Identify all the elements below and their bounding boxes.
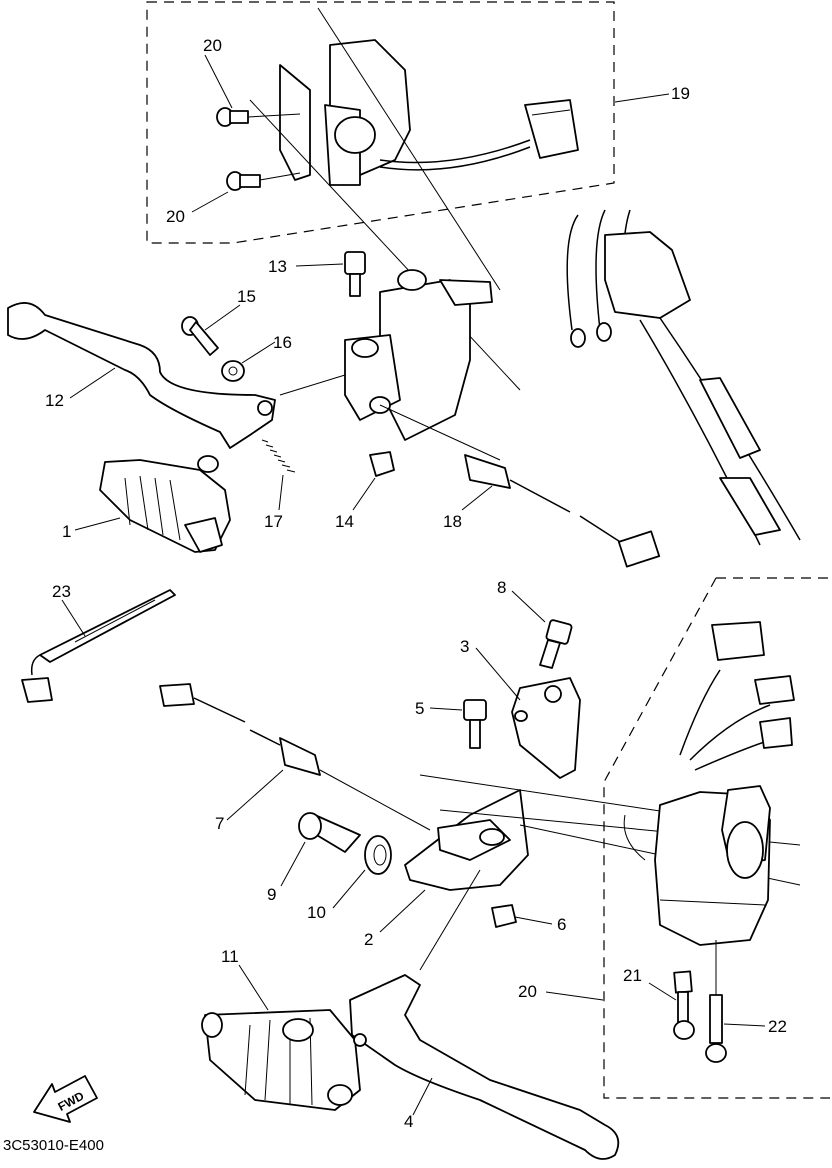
callout-20-lower: 20 bbox=[166, 207, 185, 226]
callout-12: 12 bbox=[45, 391, 64, 410]
master-cylinder bbox=[344, 269, 501, 461]
clamp-3 bbox=[511, 677, 581, 779]
callout-16: 16 bbox=[273, 333, 292, 352]
screw-20-lower bbox=[226, 171, 301, 191]
callout-1: 1 bbox=[62, 522, 71, 541]
callout-11: 11 bbox=[221, 947, 239, 966]
callout-15: 15 bbox=[237, 287, 256, 306]
callout-4: 4 bbox=[404, 1112, 413, 1131]
callout-13: 13 bbox=[268, 257, 287, 276]
bolt-15 bbox=[181, 316, 219, 356]
switch-18 bbox=[464, 454, 661, 568]
switch-7 bbox=[159, 683, 431, 831]
lever-holder-1 bbox=[99, 455, 231, 553]
callout-6: 6 bbox=[557, 915, 566, 934]
screw-22-right bbox=[705, 940, 727, 1063]
screw-20-upper bbox=[216, 107, 301, 127]
group-21-boundary bbox=[603, 577, 830, 1099]
callout-19: 19 bbox=[671, 84, 690, 103]
spring-17 bbox=[261, 439, 296, 473]
clutch-lever bbox=[7, 301, 346, 449]
callout-18: 18 bbox=[443, 512, 462, 531]
callout-17: 17 bbox=[264, 512, 283, 531]
callout-8: 8 bbox=[497, 578, 506, 597]
brake-lever-4 bbox=[349, 974, 620, 1160]
callout-2: 2 bbox=[364, 930, 373, 949]
throttle-cables bbox=[566, 209, 801, 546]
bolt-5 bbox=[463, 699, 487, 749]
group-19-boundary bbox=[146, 1, 615, 244]
nut-14 bbox=[369, 451, 395, 477]
callout-3: 3 bbox=[460, 637, 469, 656]
tie-band-23 bbox=[21, 589, 176, 703]
nut-6 bbox=[491, 904, 517, 928]
callout-10: 10 bbox=[307, 903, 326, 922]
handlebar-switch-lower bbox=[623, 621, 795, 946]
leader-lines bbox=[61, 54, 766, 1116]
callout-7: 7 bbox=[215, 814, 224, 833]
callout-14: 14 bbox=[335, 512, 354, 531]
holder-2 bbox=[404, 774, 801, 891]
fwd-arrow: FWD bbox=[33, 1075, 98, 1123]
diagram-code: 3C53010-E400 bbox=[3, 1137, 104, 1154]
callout-5: 5 bbox=[415, 699, 424, 718]
callout-23: 23 bbox=[52, 582, 71, 601]
callout-22-left: 21 bbox=[623, 966, 642, 985]
callout-20-upper: 20 bbox=[203, 36, 222, 55]
bolt-13 bbox=[344, 251, 366, 297]
callout-21: 20 bbox=[518, 982, 537, 1001]
screw-22-left bbox=[673, 970, 695, 1040]
nut-10 bbox=[364, 835, 392, 875]
callout-9: 9 bbox=[267, 885, 276, 904]
adjuster-9 bbox=[298, 812, 361, 853]
handlebar-switch-upper bbox=[249, 7, 579, 391]
bolt-8 bbox=[539, 619, 573, 669]
lever-holder-11 bbox=[201, 1009, 361, 1111]
nut-16 bbox=[221, 360, 245, 382]
callout-labels: 20 20 19 13 15 16 12 17 14 18 1 23 8 3 5… bbox=[45, 36, 787, 1131]
callout-22-right: 22 bbox=[768, 1017, 787, 1036]
